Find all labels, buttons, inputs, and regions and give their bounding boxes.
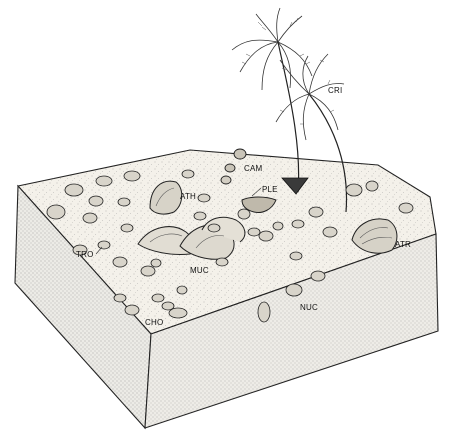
label-cho: CHO — [145, 318, 163, 327]
crinoid-crown-top — [232, 8, 312, 90]
label-tro: TRO — [76, 250, 94, 259]
label-cri: CRI — [328, 86, 342, 95]
label-nuc: NUC — [300, 303, 318, 312]
crinoid-crown-lower — [276, 54, 344, 140]
label-ple: PLE — [262, 185, 278, 194]
label-cam: CAM — [244, 164, 263, 173]
label-muc: MUC — [190, 266, 209, 275]
label-atr: ATR — [395, 240, 411, 249]
label-ath: ATH — [180, 192, 196, 201]
